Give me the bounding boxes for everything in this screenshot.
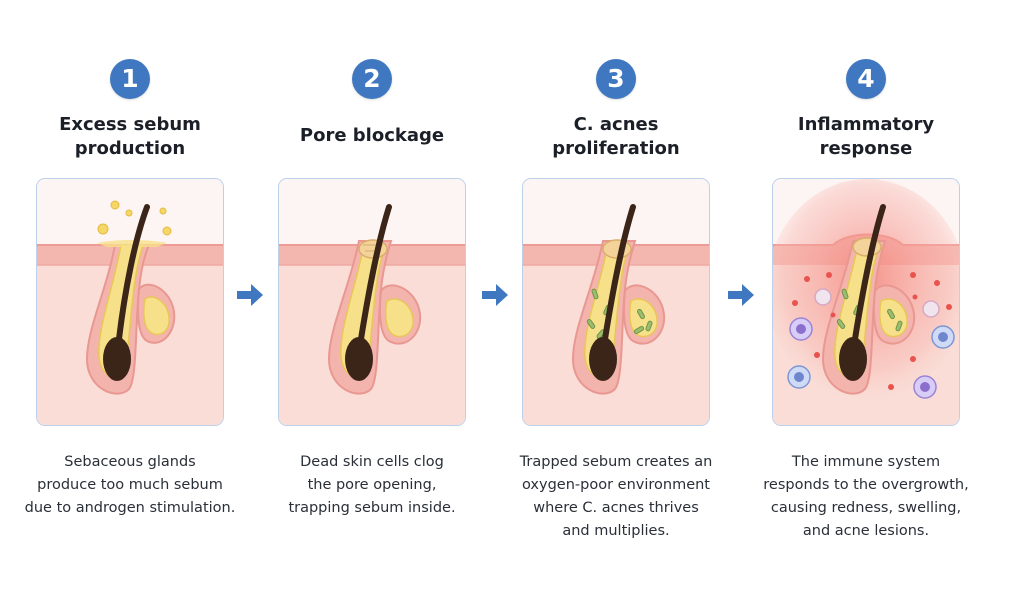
step-number-badge: 4: [846, 59, 886, 99]
hair-follicle-illustration: [523, 179, 709, 425]
step-title-line: Inflammatory: [797, 114, 935, 135]
description-line: and acne lesions.: [802, 523, 930, 539]
description-line: produce too much sebum: [37, 477, 223, 493]
step-1: 1 Excess sebum production: [25, 0, 235, 614]
description-line: The immune system: [791, 454, 941, 470]
step-number-badge: 3: [596, 59, 636, 99]
step-3: 3 C. acnes proliferation: [516, 0, 716, 614]
description-line: responds to the overgrowth,: [763, 477, 969, 493]
step-description: Trapped sebum creates an oxygen-poor env…: [506, 451, 726, 543]
arrow-right-icon: [482, 284, 508, 306]
step-4: 4 Inflammatory response: [763, 0, 969, 614]
description-line: the pore opening,: [307, 477, 437, 493]
step-title-line: Excess sebum: [59, 114, 201, 135]
step-description: The immune system responds to the overgr…: [756, 451, 976, 543]
step-title-line: proliferation: [552, 138, 680, 159]
hair-follicle-illustration: [773, 179, 959, 425]
follicle-panel: [278, 178, 466, 426]
follicle-panel: [772, 178, 960, 426]
step-title-line: production: [74, 138, 186, 159]
step-2: 2 Pore blockage Dead skin cells clog the…: [272, 0, 472, 614]
follicle-panel: [36, 178, 224, 426]
step-title-line: C. acnes: [573, 114, 659, 135]
description-line: and multiplies.: [562, 523, 670, 539]
description-line: trapping sebum inside.: [288, 500, 456, 516]
step-number-badge: 2: [352, 59, 392, 99]
description-line: where C. acnes thrives: [533, 500, 699, 516]
arrow-right-icon: [728, 284, 754, 306]
arrow-right-icon: [237, 284, 263, 306]
follicle-panel: [522, 178, 710, 426]
step-title: Inflammatory response: [766, 113, 966, 161]
description-line: Trapped sebum creates an: [519, 454, 713, 470]
hair-follicle-illustration: [279, 179, 465, 425]
step-title: C. acnes proliferation: [516, 113, 716, 161]
step-title: Pore blockage: [272, 124, 472, 148]
description-line: Dead skin cells clog: [300, 454, 444, 470]
description-line: Sebaceous glands: [64, 454, 196, 470]
hair-follicle-illustration: [37, 179, 223, 425]
step-description: Dead skin cells clog the pore opening, t…: [262, 451, 482, 520]
step-title: Excess sebum production: [30, 113, 230, 161]
step-number-badge: 1: [110, 59, 150, 99]
step-description: Sebaceous glands produce too much sebum …: [20, 451, 240, 520]
step-title-line: Pore blockage: [299, 125, 445, 146]
description-line: due to androgen stimulation.: [24, 500, 236, 516]
description-line: causing redness, swelling,: [770, 500, 962, 516]
step-title-line: response: [819, 138, 913, 159]
description-line: oxygen-poor environment: [522, 477, 710, 493]
